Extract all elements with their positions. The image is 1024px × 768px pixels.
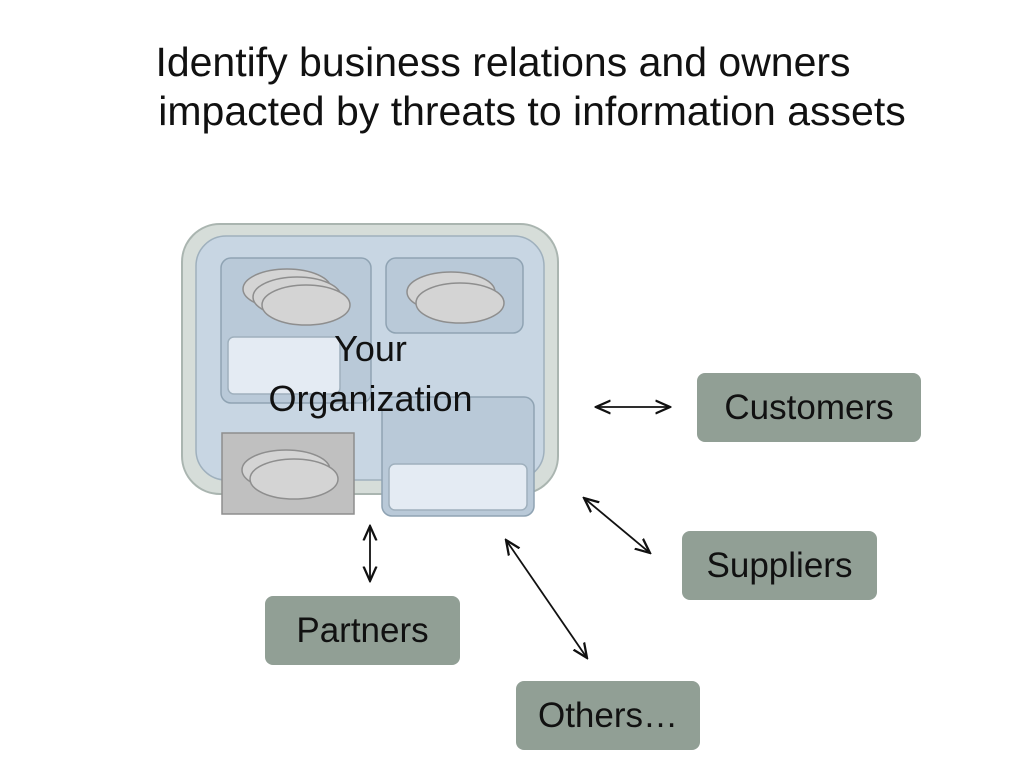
partners-box[interactable]: Partners bbox=[265, 596, 460, 665]
arrow-others bbox=[506, 540, 587, 658]
organization-graphic bbox=[181, 223, 559, 517]
organization-label: Your Organization bbox=[248, 324, 493, 424]
slide-title: Identify business relations and owners i… bbox=[0, 38, 1024, 136]
title-line-2: impacted by threats to information asset… bbox=[158, 88, 906, 134]
disk-icon bbox=[415, 282, 505, 324]
customers-box[interactable]: Customers bbox=[697, 373, 921, 442]
panel-box bbox=[388, 463, 528, 511]
panel-box bbox=[227, 336, 341, 395]
title-line-1: Identify business relations and owners bbox=[155, 39, 851, 85]
disk-icon bbox=[249, 458, 339, 500]
organization-label-line-2: Organization bbox=[268, 378, 473, 419]
arrow-suppliers bbox=[584, 498, 650, 553]
organization-label-line-1: Your bbox=[334, 328, 407, 369]
disk-icon bbox=[261, 284, 351, 326]
suppliers-box[interactable]: Suppliers bbox=[682, 531, 877, 600]
others-box[interactable]: Others… bbox=[516, 681, 700, 750]
